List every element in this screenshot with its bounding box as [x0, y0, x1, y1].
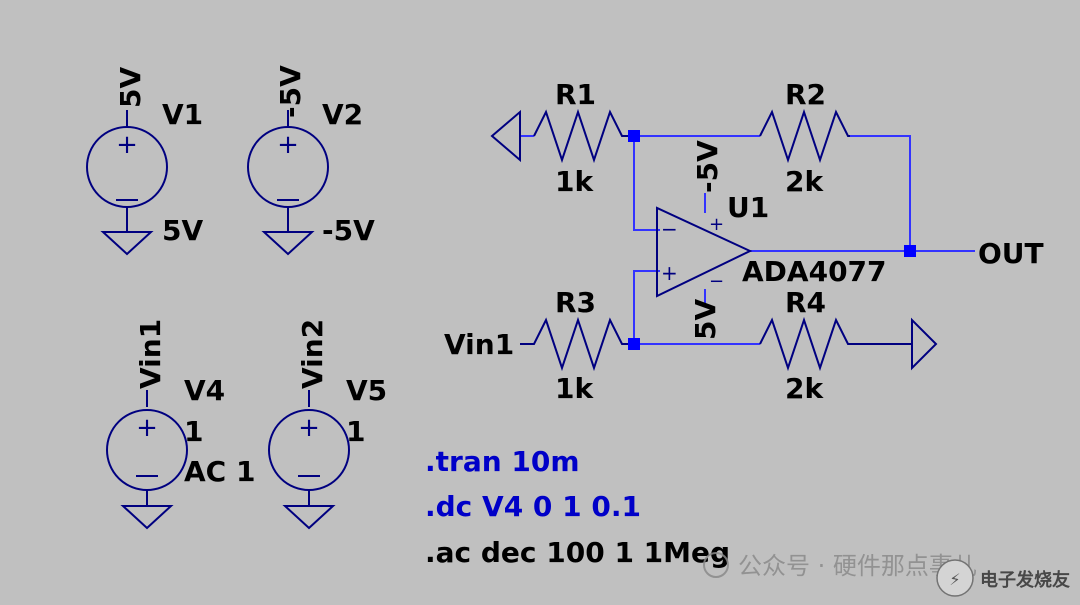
v5-ground-icon: [282, 505, 336, 530]
r3-name-label: R3: [555, 286, 596, 319]
spice-directive-tran[interactable]: .tran 10m: [425, 445, 580, 478]
resistor-r1[interactable]: R1 1k: [520, 78, 634, 198]
junction-dot: [628, 130, 640, 142]
voltage-source-v5[interactable]: + Vin2 V5 1: [268, 319, 387, 530]
resistor-zigzag-icon: [759, 108, 850, 164]
opamp-name-label: U1: [727, 191, 769, 224]
v1-plus-icon: +: [116, 130, 138, 160]
r2-name-label: R2: [785, 78, 826, 111]
v5-plus-icon: +: [298, 413, 320, 443]
opamp-neg-supply-label: -5V: [691, 140, 724, 193]
opamp-vminus-sign: −: [709, 271, 724, 292]
v5-name-label: V5: [346, 374, 387, 407]
r3-value-label: 1k: [555, 372, 594, 405]
wire-r1-to-inverting[interactable]: [633, 136, 660, 231]
opamp-model-label: ADA4077: [742, 255, 887, 288]
opamp-noninverting-sign: +: [661, 261, 678, 285]
net-label-vin1[interactable]: Vin1: [444, 328, 514, 361]
resistor-zigzag-icon: [520, 316, 634, 372]
resistor-zigzag-icon: [533, 108, 634, 164]
r4-value-label: 2k: [785, 372, 824, 405]
v1-ground-icon: [100, 231, 154, 256]
logo-glyph-icon: ⚡: [949, 570, 960, 589]
v1-name-label: V1: [162, 98, 203, 131]
v2-net-label: -5V: [274, 65, 307, 118]
watermark: 公众号 · 硬件那点事儿 ⚡ 电子发烧友: [703, 552, 1070, 597]
resistor-r3[interactable]: R3 1k: [520, 286, 634, 405]
wire-feedback-r2[interactable]: [850, 135, 911, 251]
wires: [633, 135, 975, 345]
logo-badge-icon: [936, 559, 974, 597]
r1-name-label: R1: [555, 78, 596, 111]
v4-name-label: V4: [184, 374, 225, 407]
voltage-source-v2[interactable]: + -5V V2 -5V: [247, 65, 375, 256]
junction-dot: [628, 338, 640, 350]
voltage-source-v4[interactable]: + Vin1 V4 1 AC 1: [106, 319, 255, 530]
spice-comment-ac[interactable]: .ac dec 100 1 1Meg: [425, 536, 730, 569]
v5-net-label: Vin2: [296, 319, 329, 389]
resistor-r2[interactable]: R2 2k: [759, 78, 850, 198]
voltage-source-v1[interactable]: + 5V V1 5V: [86, 67, 203, 256]
junction-dot: [904, 245, 916, 257]
opamp-u1[interactable]: − + + − -5V 5V U1 ADA4077: [656, 140, 887, 340]
v4-ac-label: AC 1: [184, 455, 255, 488]
r2-value-label: 2k: [785, 165, 824, 198]
resistor-r4[interactable]: R4 2k: [759, 286, 912, 405]
v4-plus-icon: +: [136, 413, 158, 443]
r4-name-label: R4: [785, 286, 826, 319]
v2-value-label: -5V: [322, 214, 375, 247]
v2-name-label: V2: [322, 98, 363, 131]
v4-net-label: Vin1: [134, 319, 167, 389]
opamp-triangle-icon: [656, 206, 753, 298]
watermark-logo-text: 电子发烧友: [980, 569, 1070, 591]
v4-ground-icon: [120, 505, 174, 530]
opamp-pos-supply-label: 5V: [689, 299, 722, 340]
spice-directive-dc[interactable]: .dc V4 0 1 0.1: [425, 490, 641, 523]
v1-net-label: 5V: [114, 67, 147, 108]
v2-plus-icon: +: [277, 130, 299, 160]
wechat-icon: [703, 552, 729, 578]
opamp-vplus-sign: +: [709, 214, 724, 235]
v2-ground-icon: [261, 231, 315, 256]
opamp-inverting-sign: −: [661, 217, 678, 241]
ground-flag-left-icon: [490, 109, 521, 163]
net-label-out[interactable]: OUT: [978, 237, 1044, 270]
v1-value-label: 5V: [162, 214, 203, 247]
wire-r3-to-noninverting[interactable]: [633, 270, 660, 344]
ground-flag-right-icon: [911, 317, 938, 371]
v5-value-label: 1: [346, 415, 365, 448]
r1-value-label: 1k: [555, 165, 594, 198]
v4-value-label: 1: [184, 415, 203, 448]
resistor-zigzag-icon: [759, 316, 912, 372]
